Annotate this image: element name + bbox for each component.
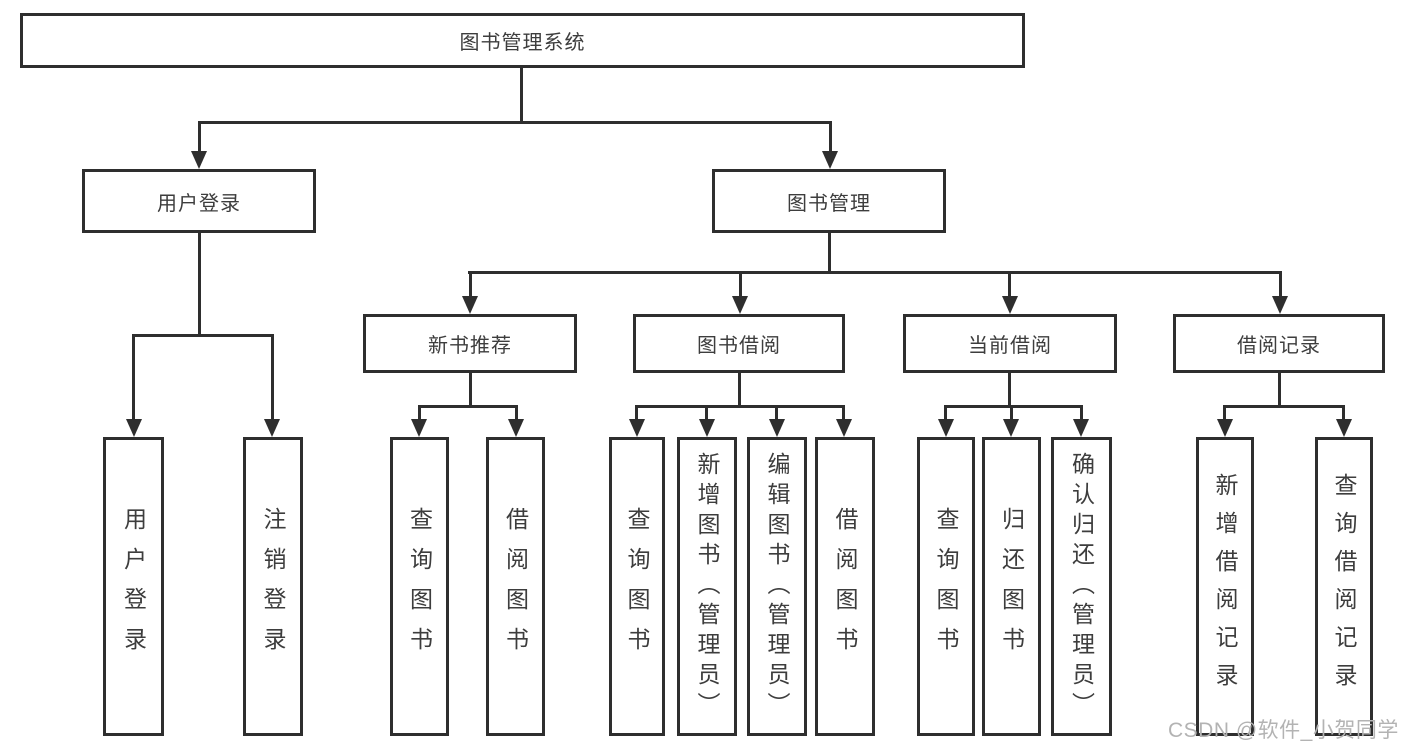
node-current-borrowing-label: 当前借阅 (968, 335, 1052, 357)
connector-drop-nb-borrow (515, 405, 518, 421)
connector-drop-bb-edit (775, 405, 778, 421)
connector-root-stem (520, 68, 523, 123)
arrowhead-book-management (822, 151, 838, 169)
leaf-bb-edit-books-admin: 编辑图书（管理员） (747, 437, 807, 736)
connector-drop-bb-borrow (842, 405, 845, 421)
watermark: CSDN @软件_小贺同学 (1168, 719, 1399, 742)
node-book-borrowing-label: 图书借阅 (697, 335, 781, 357)
leaf-bb-borrow-books: 借阅图书 (815, 437, 875, 736)
leaf-nb-borrow-books-label: 借阅图书 (502, 506, 529, 667)
connector-drop-bb-add (705, 405, 708, 421)
leaf-br-add-record-label: 新增借阅记录 (1212, 472, 1238, 701)
connector-borrowing-records-horizontal (1223, 405, 1345, 408)
connector-user-login-stem (198, 233, 201, 336)
arrowhead-cb-query (938, 419, 954, 437)
leaf-cb-return-books-label: 归还图书 (998, 506, 1025, 667)
connector-drop-br-add (1223, 405, 1226, 421)
connector-borrowing-records-stem (1278, 373, 1281, 407)
connector-drop-cb-return (1010, 405, 1013, 421)
leaf-bb-borrow-books-label: 借阅图书 (832, 506, 858, 667)
arrowhead-user-login (191, 151, 207, 169)
arrowhead-bb-add (699, 419, 715, 437)
arrowhead-br-add (1217, 419, 1233, 437)
node-new-book-recommend-label: 新书推荐 (428, 335, 512, 357)
leaf-nb-query-books-label: 查询图书 (406, 506, 433, 667)
connector-new-book-stem (469, 373, 472, 407)
node-borrowing-records-label: 借阅记录 (1237, 335, 1321, 357)
arrowhead-cb-confirm (1073, 419, 1089, 437)
connector-drop-borrowing-records (1279, 271, 1282, 298)
node-borrowing-records: 借阅记录 (1173, 314, 1385, 373)
connector-drop-nb-query (418, 405, 421, 421)
connector-drop-bb-query (635, 405, 638, 421)
node-user-login: 用户登录 (82, 169, 316, 233)
leaf-bb-add-books-admin: 新增图书（管理员） (677, 437, 737, 736)
connector-current-borrowing-stem (1008, 373, 1011, 407)
arrowhead-bb-borrow (836, 419, 852, 437)
leaf-bb-add-books-admin-label: 新增图书（管理员） (694, 451, 720, 722)
node-root: 图书管理系统 (20, 13, 1025, 68)
leaf-br-query-record-label: 查询借阅记录 (1331, 472, 1357, 701)
leaf-user-login: 用户登录 (103, 437, 164, 736)
leaf-cb-query-books: 查询图书 (917, 437, 975, 736)
arrowhead-leaf-user-login (126, 419, 142, 437)
connector-drop-current-borrowing (1008, 271, 1011, 298)
leaf-logout-label: 注销登录 (260, 506, 286, 667)
connector-drop-br-query (1342, 405, 1345, 421)
arrowhead-bb-query (629, 419, 645, 437)
connector-user-login-horizontal (132, 334, 274, 337)
arrowhead-cb-return (1003, 419, 1019, 437)
node-new-book-recommend: 新书推荐 (363, 314, 577, 373)
arrowhead-nb-borrow (508, 419, 524, 437)
connector-current-borrowing-horizontal (944, 405, 1083, 408)
connector-drop-leaf-logout (271, 334, 274, 420)
connector-book-borrowing-horizontal (635, 405, 845, 408)
leaf-br-query-record: 查询借阅记录 (1315, 437, 1373, 736)
connector-book-management-horizontal (468, 271, 1282, 274)
arrowhead-bb-edit (769, 419, 785, 437)
node-root-label: 图书管理系统 (459, 32, 586, 54)
leaf-user-login-label: 用户登录 (120, 506, 147, 667)
node-user-login-label: 用户登录 (157, 192, 241, 215)
node-current-borrowing: 当前借阅 (903, 314, 1117, 373)
leaf-cb-return-books: 归还图书 (982, 437, 1041, 736)
leaf-bb-query-books-label: 查询图书 (624, 506, 650, 667)
arrowhead-br-query (1336, 419, 1352, 437)
connector-drop-new-book (469, 271, 472, 298)
leaf-logout: 注销登录 (243, 437, 303, 736)
connector-drop-book-management (829, 121, 832, 152)
leaf-nb-borrow-books: 借阅图书 (486, 437, 545, 736)
arrowhead-leaf-logout (264, 419, 280, 437)
connector-drop-book-borrowing (739, 271, 742, 298)
leaf-cb-confirm-return-admin: 确认归还（管理员） (1051, 437, 1112, 736)
connector-drop-cb-query (944, 405, 947, 421)
connector-book-borrowing-stem (738, 373, 741, 407)
arrowhead-book-borrowing (732, 296, 748, 314)
connector-drop-cb-confirm (1080, 405, 1083, 421)
connector-book-management-stem (828, 233, 831, 273)
node-book-management-label: 图书管理 (787, 192, 871, 215)
leaf-br-add-record: 新增借阅记录 (1196, 437, 1254, 736)
leaf-cb-confirm-return-admin-label: 确认归还（管理员） (1068, 451, 1095, 722)
connector-drop-user-login (198, 121, 201, 152)
node-book-management: 图书管理 (712, 169, 946, 233)
connector-root-horizontal (198, 121, 832, 124)
leaf-nb-query-books: 查询图书 (390, 437, 449, 736)
connector-drop-leaf-user-login (132, 334, 135, 420)
arrowhead-current-borrowing (1002, 296, 1018, 314)
connector-new-book-horizontal (418, 405, 518, 408)
leaf-bb-query-books: 查询图书 (609, 437, 665, 736)
arrowhead-borrowing-records (1272, 296, 1288, 314)
node-book-borrowing: 图书借阅 (633, 314, 845, 373)
arrowhead-nb-query (411, 419, 427, 437)
arrowhead-new-book (462, 296, 478, 314)
leaf-bb-edit-books-admin-label: 编辑图书（管理员） (764, 451, 790, 722)
leaf-cb-query-books-label: 查询图书 (933, 506, 959, 667)
